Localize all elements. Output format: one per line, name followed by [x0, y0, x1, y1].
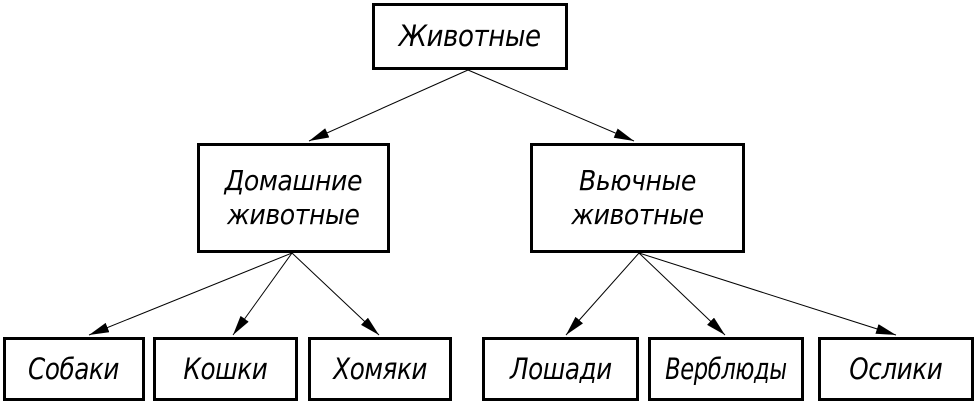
edge-domestic-to-dogs — [88, 252, 293, 336]
edge-pack-to-camels — [638, 252, 726, 336]
node-camels: Верблюды — [648, 337, 804, 401]
node-dogs-label: Собаки — [28, 351, 120, 386]
node-horses: Лошади — [482, 337, 639, 401]
node-dogs: Собаки — [3, 337, 145, 401]
node-donkeys-label: Ослики — [849, 351, 943, 386]
node-pack-animals-line-2: животные — [571, 198, 704, 231]
node-domestic-animals: Домашние животные — [197, 143, 390, 253]
node-hamsters: Хомяки — [308, 337, 452, 401]
node-root: Животные — [372, 3, 568, 70]
node-domestic-animals-line-2: животные — [227, 198, 360, 231]
edge-domestic-to-hamsters — [291, 252, 380, 336]
node-domestic-animals-line-1: Домашние — [224, 163, 363, 197]
edge-pack-to-horses — [565, 252, 640, 336]
node-cats: Кошки — [153, 337, 298, 401]
node-pack-animals-line-1: Вьючные — [578, 163, 696, 197]
node-horses-label: Лошади — [509, 351, 612, 386]
node-donkeys: Ослики — [818, 337, 974, 401]
node-camels-label: Верблюды — [665, 351, 787, 386]
node-pack-animals-label: Вьючные животные — [571, 163, 704, 232]
node-cats-label: Кошки — [183, 351, 268, 386]
node-pack-animals: Вьючные животные — [530, 143, 745, 253]
node-root-label: Животные — [399, 19, 541, 54]
node-domestic-animals-label: Домашние животные — [224, 163, 363, 232]
edge-root-to-pack — [467, 69, 635, 142]
edge-pack-to-donkeys — [638, 252, 897, 336]
edge-domestic-to-cats — [232, 252, 293, 336]
node-hamsters-label: Хомяки — [333, 351, 427, 386]
edge-root-to-domestic — [308, 69, 469, 142]
